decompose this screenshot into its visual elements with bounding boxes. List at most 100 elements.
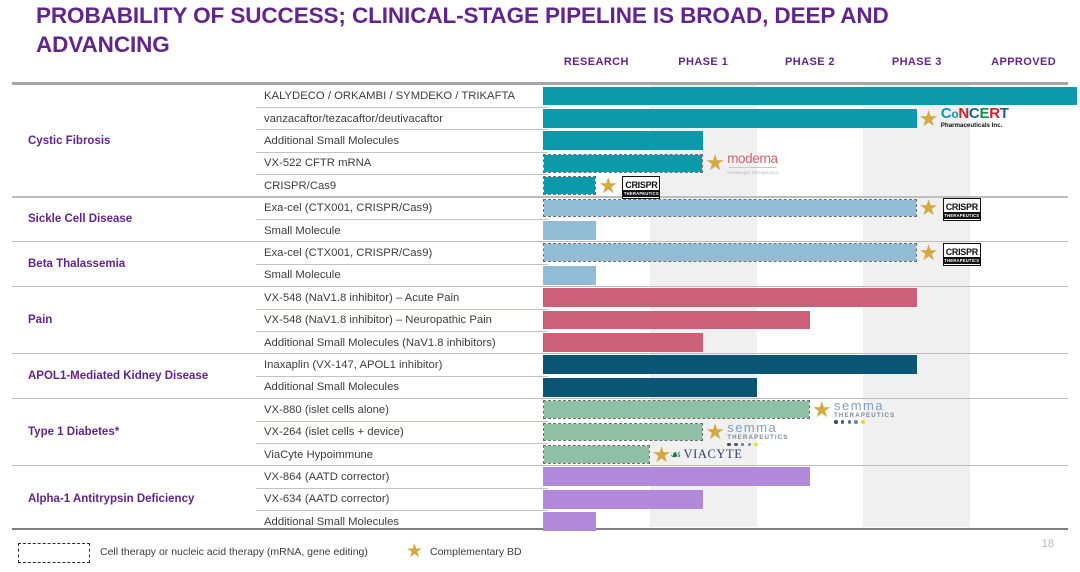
pipeline-bar bbox=[543, 131, 704, 151]
phase-header-approved: APPROVED bbox=[991, 56, 1057, 68]
program-label: vanzacaftor/tezacaftor/deutivacaftor bbox=[264, 107, 552, 129]
indication-label-text: Beta Thalassemia bbox=[28, 258, 126, 271]
program-label-text: VX-548 (NaV1.8 inhibitor) – Acute Pain bbox=[264, 291, 460, 304]
chart-legend: Cell therapy or nucleic acid therapy (mR… bbox=[14, 541, 714, 567]
program-label: Additional Small Molecules (NaV1.8 inhib… bbox=[264, 331, 552, 353]
semma-logo-dot bbox=[727, 442, 731, 447]
chart-top-rule bbox=[12, 82, 1068, 85]
row-separator bbox=[256, 174, 548, 176]
semma-logo-dot bbox=[747, 442, 752, 447]
pipeline-bar-fill bbox=[544, 446, 649, 463]
legend-star-icon: ★ bbox=[406, 541, 424, 562]
phase-header-phase-2: PHASE 2 bbox=[785, 56, 835, 68]
program-label-text: Additional Small Molecules bbox=[264, 515, 400, 528]
group-separator bbox=[12, 241, 1068, 243]
indication-label: Cystic Fibrosis bbox=[28, 85, 254, 197]
program-label-text: vanzacaftor/tezacaftor/deutivacaftor bbox=[264, 112, 443, 125]
program-label-text: VX-522 CFTR mRNA bbox=[264, 157, 372, 170]
pipeline-bar-fill bbox=[544, 423, 703, 441]
concert-logo-tagline: Pharmaceuticals Inc. bbox=[940, 121, 1003, 129]
phase-header-phase-3: PHASE 3 bbox=[891, 56, 942, 68]
pipeline-bar bbox=[543, 288, 917, 307]
semma-logo-name: semma bbox=[727, 420, 778, 436]
pipeline-bar bbox=[543, 422, 704, 442]
phase-header-phase-1: PHASE 1 bbox=[678, 56, 729, 68]
pipeline-bar bbox=[543, 109, 917, 128]
pipeline-bar-fill bbox=[544, 154, 703, 172]
viacyte-logo: ☙VIACYTE bbox=[670, 447, 743, 463]
pipeline-bar bbox=[543, 512, 597, 531]
program-label: Additional Small Molecules bbox=[264, 130, 552, 152]
complementary-bd-star-icon: ★ bbox=[918, 195, 939, 221]
program-label-text: KALYDECO / ORKAMBI / SYMDEKO / TRIKAFTA bbox=[264, 90, 516, 103]
complementary-bd-star-icon: ★ bbox=[705, 419, 725, 445]
pipeline-bar bbox=[543, 355, 917, 375]
program-label: Additional Small Molecules bbox=[264, 376, 552, 398]
program-label: VX-634 (AATD corrector) bbox=[264, 488, 552, 510]
indication-label: Pain bbox=[28, 287, 254, 354]
row-separator bbox=[256, 308, 548, 310]
indication-label-text: Pain bbox=[28, 314, 53, 327]
pipeline-bar bbox=[543, 265, 597, 285]
pipeline-bar bbox=[543, 445, 650, 464]
program-label-text: Small Molecule bbox=[264, 224, 341, 237]
pipeline-chart: Cystic Fibrosis KALYDECO / ORKAMBI / SYMD… bbox=[12, 82, 1077, 531]
pipeline-bar bbox=[543, 400, 810, 419]
semma-logo-tagline: THERAPEUTICS bbox=[834, 411, 896, 419]
pipeline-bar bbox=[543, 333, 704, 352]
semma-logo-dots bbox=[834, 420, 895, 424]
semma-logo-dot bbox=[740, 442, 745, 447]
semma-logo-tagline: THERAPEUTICS bbox=[727, 434, 789, 442]
pipeline-bar bbox=[543, 489, 704, 509]
program-label: Inaxaplin (VX-147, APOL1 inhibitor) bbox=[264, 354, 552, 376]
crispr-logo-name: CRISPR bbox=[625, 179, 658, 190]
program-label-text: VX-864 (AATD corrector) bbox=[264, 470, 390, 483]
program-label-text: ViaCyte Hypoimmune bbox=[264, 448, 374, 461]
viacyte-logo-name: VIACYTE bbox=[683, 447, 743, 462]
program-label-text: VX-548 (NaV1.8 inhibitor) – Neuropathic … bbox=[264, 314, 492, 327]
chart-bottom-rule bbox=[12, 527, 1068, 530]
semma-logo-dot bbox=[840, 420, 845, 424]
indication-label: APOL1-Mediated Kidney Disease bbox=[28, 354, 254, 399]
semma-logo-dot bbox=[733, 442, 738, 447]
program-label-text: CRISPR/Cas9 bbox=[264, 179, 337, 192]
group-separator bbox=[12, 285, 1068, 288]
pipeline-bar-fill bbox=[544, 244, 916, 262]
program-label: Exa-cel (CTX001, CRISPR/Cas9) bbox=[264, 197, 552, 219]
complementary-bd-star-icon: ★ bbox=[812, 396, 832, 422]
row-separator bbox=[256, 129, 548, 131]
indication-label-text: Sickle Cell Disease bbox=[28, 213, 133, 226]
pipeline-bar bbox=[543, 310, 810, 330]
program-label: VX-548 (NaV1.8 inhibitor) – Neuropathic … bbox=[264, 309, 552, 331]
semma-logo-dot bbox=[834, 420, 838, 424]
crispr-logo-tagline: THERAPEUTICS bbox=[943, 257, 980, 264]
indication-label-text: APOL1-Mediated Kidney Disease bbox=[28, 370, 209, 383]
pipeline-bar bbox=[543, 243, 917, 263]
program-label-text: Inaxaplin (VX-147, APOL1 inhibitor) bbox=[264, 358, 443, 371]
program-label-text: Exa-cel (CTX001, CRISPR/Cas9) bbox=[264, 202, 433, 215]
program-label: VX-548 (NaV1.8 inhibitor) – Acute Pain bbox=[264, 287, 552, 309]
legend-dashed-label: Cell therapy or nucleic acid therapy (mR… bbox=[100, 546, 368, 558]
legend-dashed-swatch bbox=[18, 543, 90, 563]
semma-logo-dot bbox=[754, 442, 758, 447]
viacyte-logo-mark-icon: ☙ bbox=[669, 446, 682, 462]
pipeline-bar bbox=[543, 176, 597, 195]
crispr-logo-tagline: THERAPEUTICS bbox=[943, 212, 980, 220]
indication-label-text: Type 1 Diabetes* bbox=[28, 426, 120, 439]
concert-logo-name: CoNCERT bbox=[940, 104, 1009, 122]
moderna-logo-name: moderna bbox=[727, 151, 778, 167]
pipeline-bar-fill bbox=[544, 177, 596, 194]
semma-logo-dot bbox=[861, 420, 865, 424]
program-label: Small Molecule bbox=[264, 219, 552, 241]
group-separator bbox=[12, 465, 1068, 467]
program-label-text: Small Molecule bbox=[264, 269, 341, 282]
complementary-bd-star-icon: ★ bbox=[651, 441, 672, 467]
semma-logo-dot bbox=[847, 420, 852, 424]
row-separator bbox=[256, 106, 548, 108]
crispr-logo-name: CRISPR bbox=[945, 202, 979, 213]
indication-label-text: Alpha-1 Antitrypsin Deficiency bbox=[28, 493, 195, 506]
row-separator bbox=[256, 420, 548, 422]
